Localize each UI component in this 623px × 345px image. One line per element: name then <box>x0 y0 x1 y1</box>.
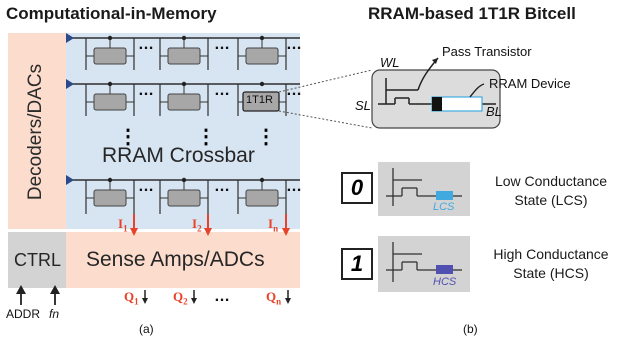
vdots-col1: ⋮ <box>118 126 138 148</box>
sense-amps-panel <box>66 232 300 288</box>
ellipsis-row2b: … <box>214 82 230 99</box>
addr-label: ADDR <box>6 307 41 321</box>
sense-amps-label: Sense Amps/ADCs <box>86 248 265 271</box>
cell-label: 1T1R <box>246 94 273 106</box>
hcs-tag: HCS <box>433 276 457 288</box>
ellipsis-row3c: … <box>286 178 302 195</box>
ctrl-panel <box>8 232 66 288</box>
current-label-2: I2 <box>192 216 202 234</box>
bit-0-box: 0 <box>341 172 373 204</box>
ellipsis-row2c: … <box>286 82 302 99</box>
right-title: RRAM-based 1T1R Bitcell <box>368 4 576 23</box>
crossbar-cell <box>245 47 279 65</box>
ellipsis-row2: … <box>138 82 154 99</box>
lcs-tag: LCS <box>433 201 455 213</box>
ellipsis-row1c: … <box>286 36 302 53</box>
bl-label: BL <box>486 104 502 119</box>
rram-device-label: RRAM Device <box>489 76 571 91</box>
crossbar-label: RRAM Crossbar <box>102 144 255 167</box>
current-label-n: In <box>268 216 279 234</box>
pass-transistor-label: Pass Transistor <box>442 44 532 59</box>
sl-label: SL <box>355 98 371 113</box>
ctrl-label: CTRL <box>14 250 62 270</box>
crossbar-cell <box>93 93 127 111</box>
state-schematics <box>386 168 462 282</box>
word-line-markers <box>66 33 74 185</box>
rram-electrode <box>432 97 442 111</box>
output-ellipsis: … <box>214 288 230 305</box>
fn-label: fn <box>49 307 60 321</box>
lcs-device <box>436 191 453 200</box>
lcs-line1: Low Conductance <box>494 173 608 189</box>
junction-dots <box>107 35 265 183</box>
crossbar-cell <box>167 189 201 207</box>
crossbar-cell <box>93 189 127 207</box>
crossbar-cell <box>167 93 201 111</box>
ellipsis-row3b: … <box>214 178 230 195</box>
bit-1-box: 1 <box>341 248 373 280</box>
caption-a: (a) <box>139 322 154 336</box>
hcs-device <box>436 265 453 274</box>
output-label-1: Q1 <box>124 289 139 307</box>
output-arrows <box>142 290 291 304</box>
highlighted-1t1r-cell <box>242 91 280 112</box>
pass-transistor-pointer <box>432 58 438 64</box>
current-arrows <box>130 214 290 236</box>
vdots-col2: ⋮ <box>196 126 216 148</box>
bitcell-schematic <box>378 78 496 105</box>
vdots-col3: ⋮ <box>256 126 276 148</box>
current-label-1: I1 <box>118 216 128 234</box>
column-lines <box>85 38 287 214</box>
output-label-n: Qn <box>266 289 282 307</box>
decoders-panel <box>8 33 66 229</box>
hcs-line2: State (HCS) <box>513 265 589 281</box>
crossbar-cell <box>245 189 279 207</box>
input-arrows <box>16 285 60 305</box>
hcs-description: High Conductance State (HCS) <box>481 245 621 283</box>
wl-label: WL <box>380 55 400 70</box>
hcs-line1: High Conductance <box>493 246 609 262</box>
crossbar-cell <box>167 47 201 65</box>
lcs-line2: State (LCS) <box>514 192 588 208</box>
crossbar-cell <box>93 47 127 65</box>
lcs-state-box <box>378 162 470 216</box>
ellipsis-row1b: … <box>214 36 230 53</box>
left-title: Computational-in-Memory <box>6 4 217 23</box>
lcs-description: Low Conductance State (LCS) <box>481 172 621 210</box>
caption-b: (b) <box>463 322 478 336</box>
output-label-2: Q2 <box>173 289 188 307</box>
ellipsis-row3: … <box>138 178 154 195</box>
ellipsis-row1: … <box>138 36 154 53</box>
